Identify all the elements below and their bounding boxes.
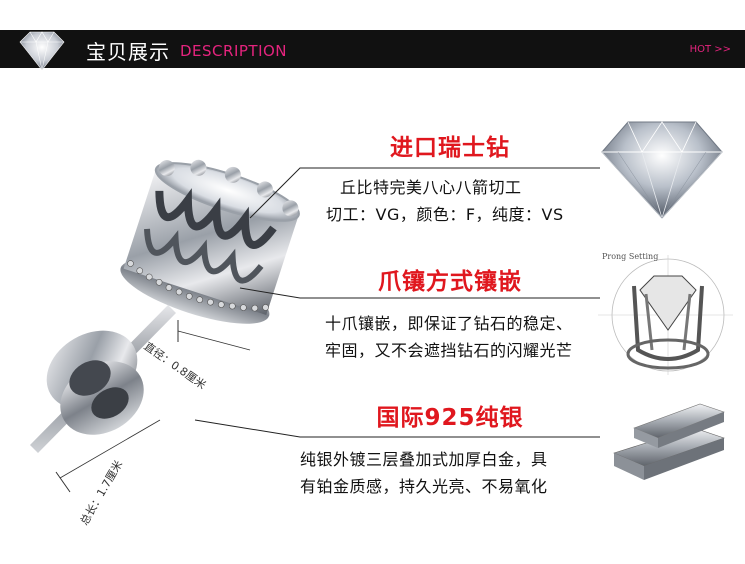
diamond-logo-icon [19, 31, 65, 71]
feature-line: 切工：VG，颜色：F，纯度：VS [326, 205, 564, 224]
feature-title: 进口瑞士钻 [390, 135, 510, 161]
feature-prong-setting: 爪镶方式镶嵌 十爪镶嵌，即保证了钻石的稳定、 牢固，又不会遮挡钻石的闪耀光芒 [300, 262, 600, 364]
earring-illustration [30, 159, 300, 493]
feature-925-silver: 国际925纯银 纯银外镀三层叠加式加厚白金，具 有铂金质感，持久光亮、不易氧化 [300, 398, 600, 500]
feature-line: 十爪镶嵌，即保证了钻石的稳定、 [325, 314, 573, 333]
silver-bars-image [613, 403, 725, 480]
header-title-en: DESCRIPTION [180, 42, 288, 60]
feature-swiss-diamond: 进口瑞士钻 丘比特完美八心八箭切工 切工：VG，颜色：F，纯度：VS [300, 128, 600, 228]
prong-setting-image [598, 255, 733, 375]
feature-line: 有铂金质感，持久光亮、不易氧化 [300, 477, 548, 496]
feature-line: 丘比特完美八心八箭切工 [340, 178, 522, 197]
feature-line: 牢固，又不会遮挡钻石的闪耀光芒 [325, 341, 573, 360]
hot-link[interactable]: HOT >> [689, 44, 731, 55]
header-bar: 宝贝展示 DESCRIPTION HOT >> [0, 30, 745, 71]
feature-title: 爪镶方式镶嵌 [378, 269, 522, 295]
diamond-image [601, 121, 723, 220]
header-title-cn: 宝贝展示 [86, 40, 170, 64]
feature-line: 纯银外镀三层叠加式加厚白金，具 [300, 450, 548, 469]
prong-setting-caption: Prong Setting [602, 252, 659, 261]
feature-title: 国际925纯银 [376, 405, 524, 431]
